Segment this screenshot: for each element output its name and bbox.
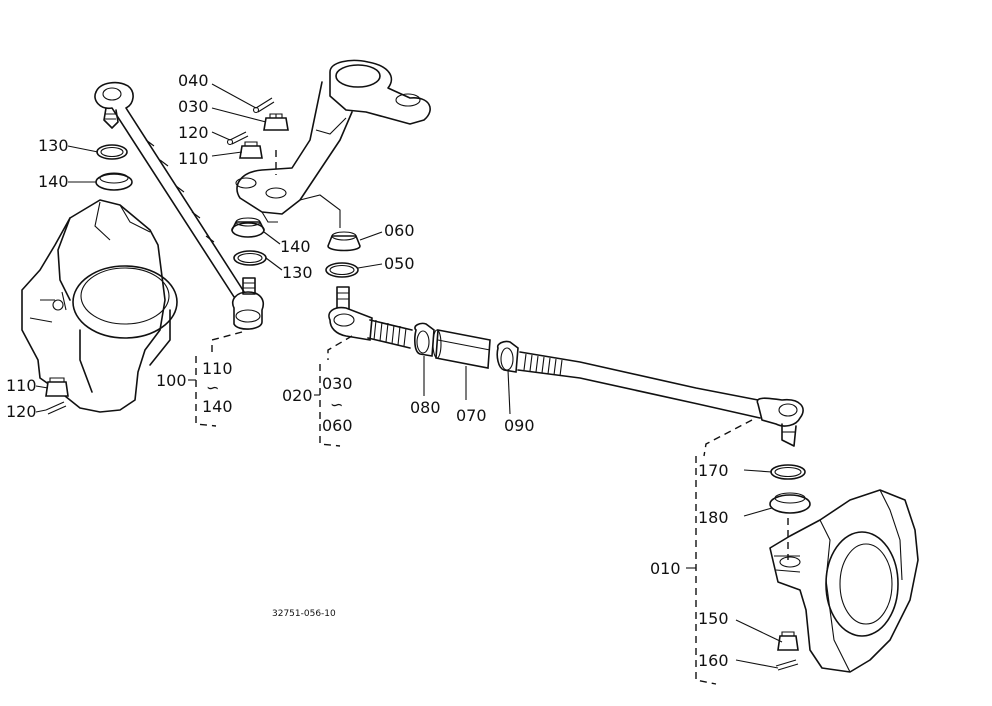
retaining-ring-130-left bbox=[96, 144, 128, 160]
drawing-code: 32751-056-10 bbox=[272, 609, 336, 619]
label-140-left: 140 bbox=[38, 172, 69, 191]
lock-nut-080 bbox=[414, 322, 435, 357]
cotter-pin-160 bbox=[775, 659, 799, 671]
lock-nut-090 bbox=[496, 340, 519, 373]
label-tilde-1: ∽ bbox=[206, 378, 219, 397]
dust-seal-140-left bbox=[95, 172, 133, 191]
label-130-middle: 130 bbox=[282, 263, 313, 282]
nut-150 bbox=[777, 631, 799, 651]
label-020: 020 bbox=[282, 386, 313, 405]
retaining-ring-170 bbox=[770, 464, 806, 480]
right-knuckle-housing bbox=[769, 489, 919, 673]
label-030-upper: 030 bbox=[178, 97, 209, 116]
steering-arm bbox=[235, 59, 431, 228]
label-100: 100 bbox=[156, 371, 187, 390]
label-180: 180 bbox=[698, 508, 729, 527]
label-170: 170 bbox=[698, 461, 729, 480]
tie-rod-end-020 bbox=[328, 286, 413, 349]
label-070: 070 bbox=[456, 406, 487, 425]
label-140-middle: 140 bbox=[280, 237, 311, 256]
cotter-pin-120-left bbox=[45, 401, 67, 415]
castle-nut-030 bbox=[263, 113, 289, 131]
label-tilde-2: ∽ bbox=[330, 395, 343, 414]
label-130-left: 130 bbox=[38, 136, 69, 155]
label-110-bracket: 110 bbox=[202, 359, 233, 378]
retaining-ring-050 bbox=[325, 262, 359, 278]
label-140-bracket: 140 bbox=[202, 397, 233, 416]
dust-seal-180 bbox=[769, 492, 811, 514]
part-number-labels: 040 030 120 110 130 140 140 130 060 050 … bbox=[6, 71, 729, 670]
label-030-bracket: 030 bbox=[322, 374, 353, 393]
adjusting-sleeve-070 bbox=[432, 329, 491, 369]
label-110-left: 110 bbox=[6, 376, 37, 395]
right-tie-rod-010 bbox=[517, 351, 804, 447]
label-120-left: 120 bbox=[6, 402, 37, 421]
cotter-pin-040 bbox=[252, 97, 275, 114]
bracket-020 bbox=[314, 335, 353, 447]
label-060-bracket: 060 bbox=[322, 416, 353, 435]
left-knuckle-housing bbox=[21, 199, 178, 413]
dust-seal-060 bbox=[327, 231, 361, 252]
nut-110-left bbox=[45, 377, 69, 397]
label-010: 010 bbox=[650, 559, 681, 578]
label-150: 150 bbox=[698, 609, 729, 628]
dust-seal-140-middle bbox=[231, 217, 265, 238]
label-120-upper: 120 bbox=[178, 123, 209, 142]
label-160: 160 bbox=[698, 651, 729, 670]
retaining-ring-130-middle bbox=[233, 250, 267, 266]
label-090: 090 bbox=[504, 416, 535, 435]
bracket-100 bbox=[188, 331, 243, 427]
label-110-upper: 110 bbox=[178, 149, 209, 168]
label-080: 080 bbox=[410, 398, 441, 417]
left-tie-rod-100 bbox=[94, 81, 264, 330]
leader-lines bbox=[35, 83, 783, 669]
label-050: 050 bbox=[384, 254, 415, 273]
bracket-010 bbox=[686, 419, 753, 685]
label-040: 040 bbox=[178, 71, 209, 90]
nut-110-upper bbox=[239, 141, 263, 159]
label-060: 060 bbox=[384, 221, 415, 240]
